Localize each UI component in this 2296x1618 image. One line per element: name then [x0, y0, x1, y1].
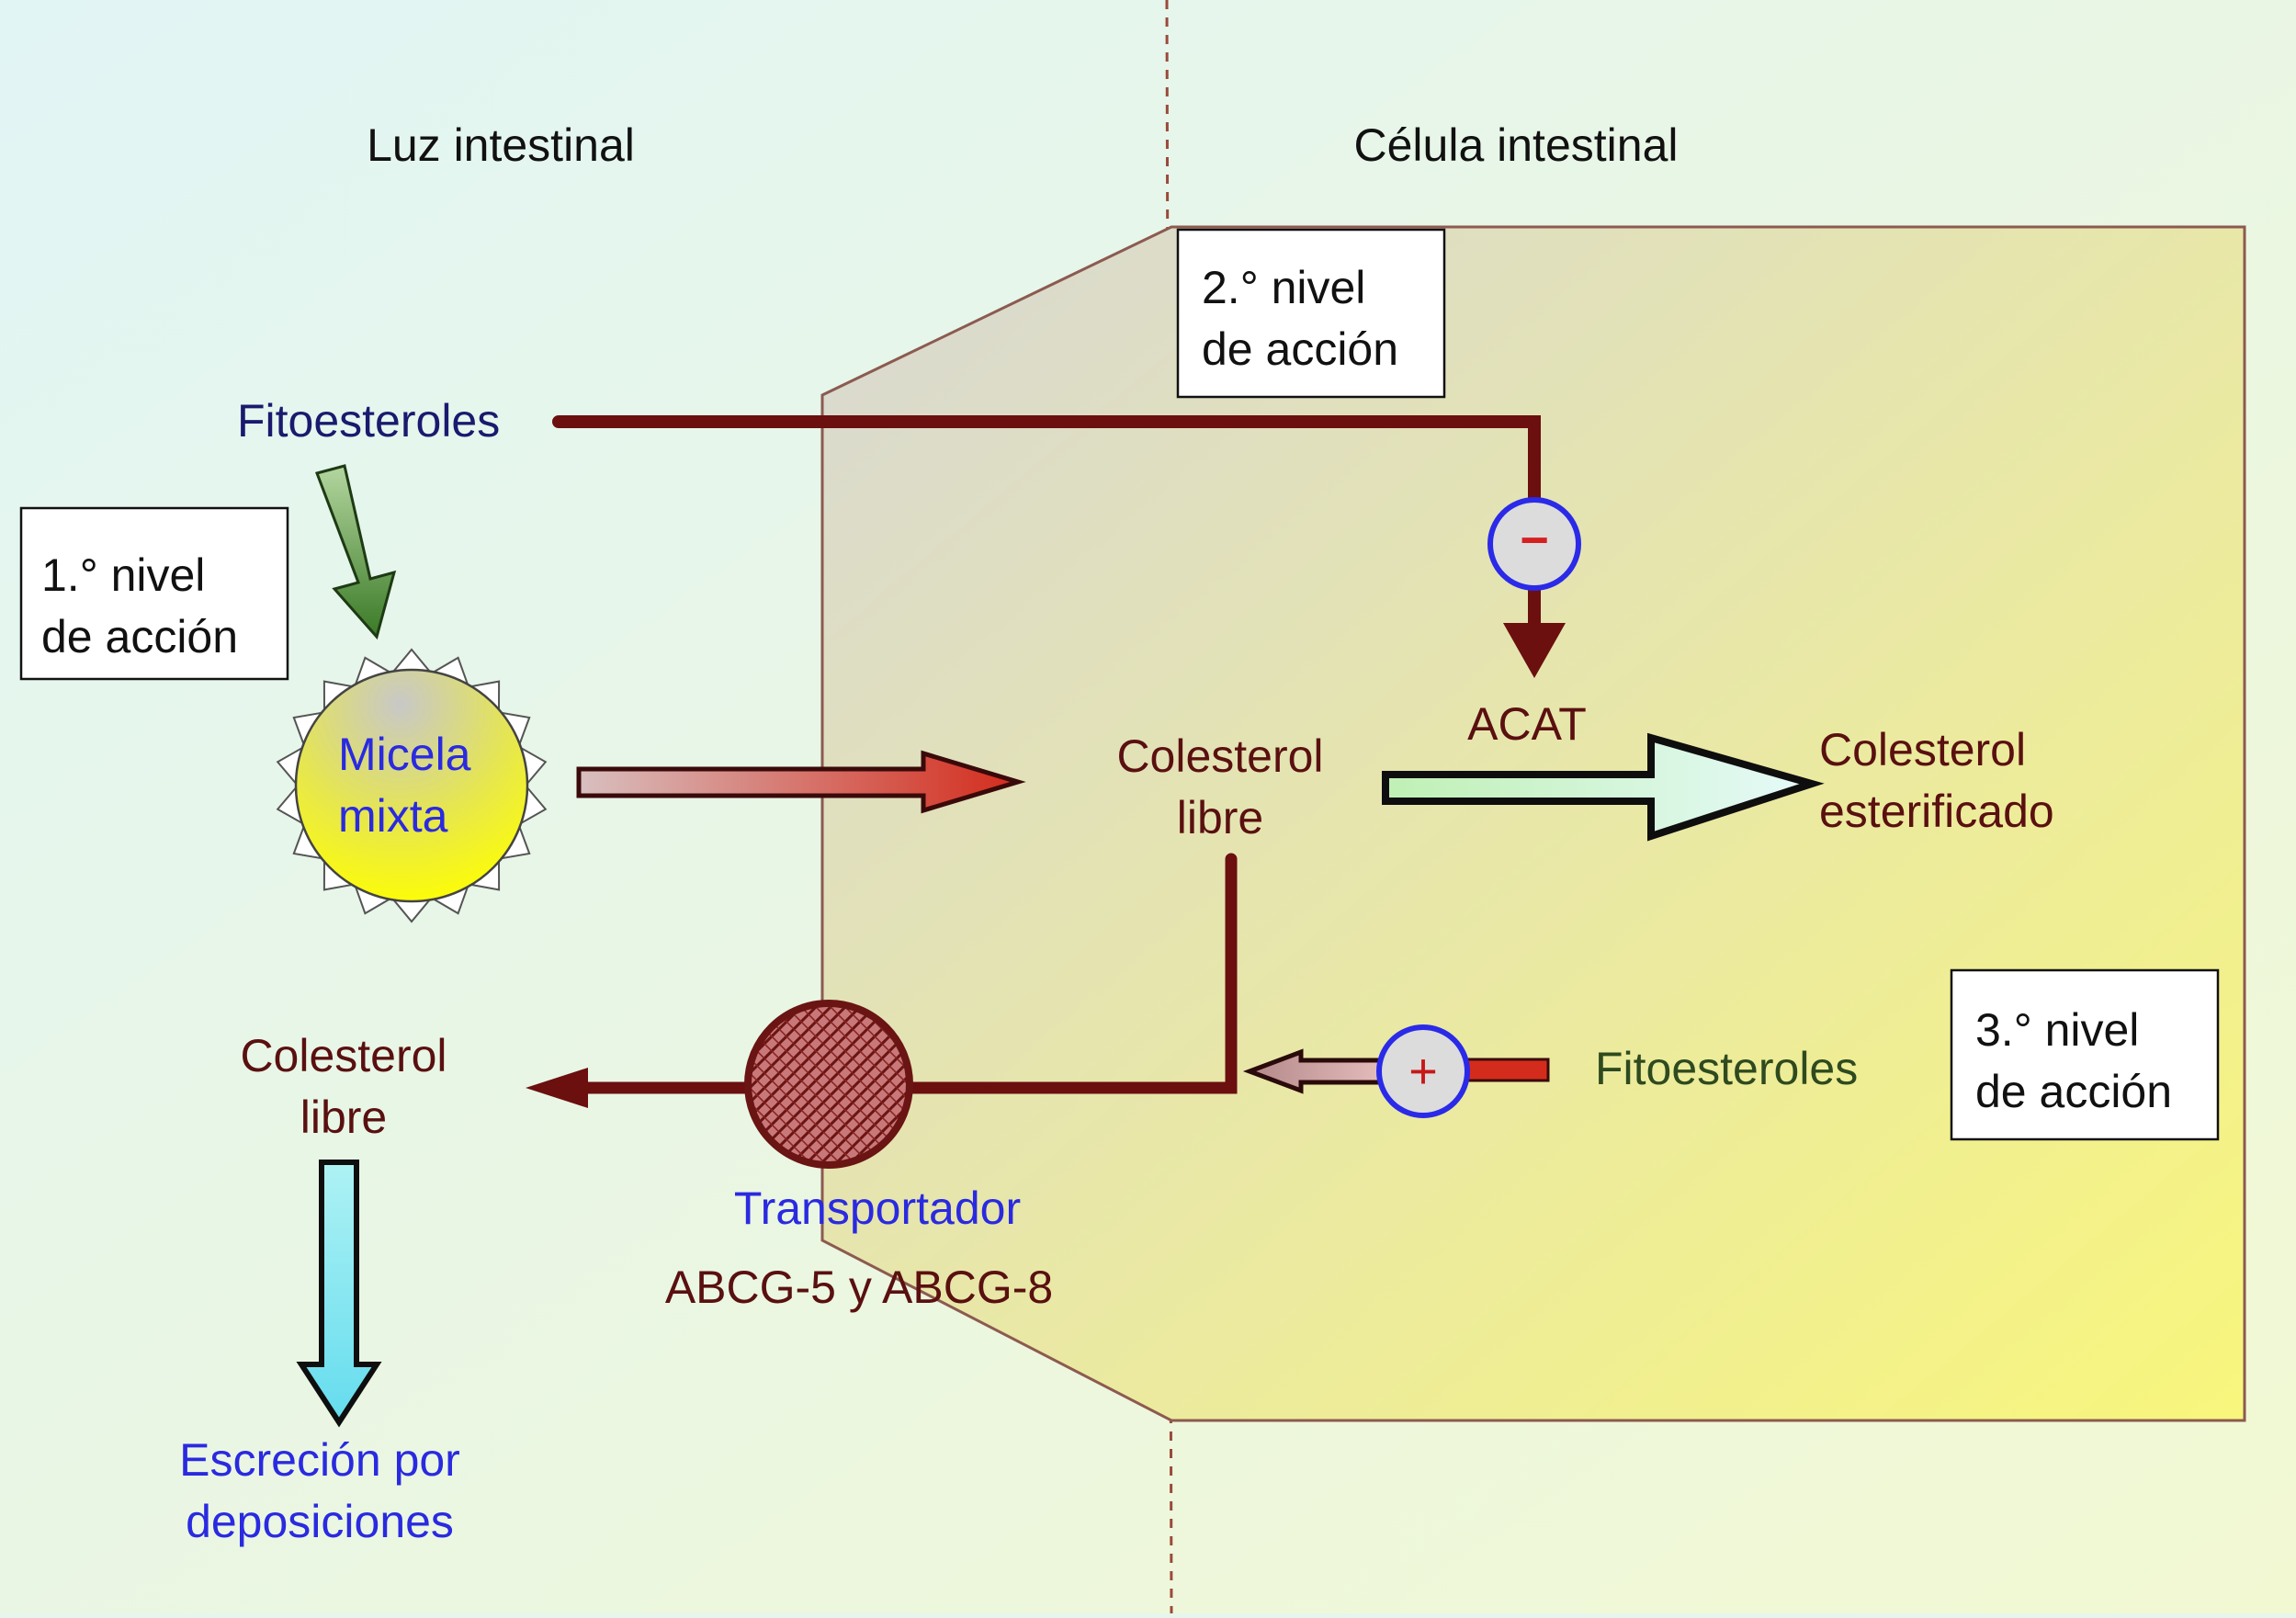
- second-level-line1: 2.° nivel: [1202, 262, 1365, 313]
- activation-sign: +: [1376, 1024, 1470, 1118]
- free-cholesterol-lumen-line2: libre: [300, 1092, 387, 1143]
- transporter-label: Transportador: [734, 1182, 1021, 1234]
- first-level-line2: de acción: [41, 611, 238, 662]
- free-cholesterol-lumen-line1: Colesterol: [240, 1030, 447, 1081]
- acat-inhibition-arrowhead: [1503, 623, 1566, 678]
- inhibition-sign: −: [1487, 497, 1581, 591]
- transporter-genes-label: ABCG-5 y ABCG-8: [665, 1262, 1053, 1313]
- micelle-label-line2: mixta: [338, 790, 448, 842]
- micelle-label-line1: Micela: [338, 729, 471, 780]
- phytosterol-to-micelle-arrow: [315, 464, 397, 640]
- efflux-arrowhead: [526, 1068, 588, 1108]
- first-level-line1: 1.° nivel: [41, 549, 205, 601]
- excretion-line2: deposiciones: [186, 1496, 454, 1547]
- first-level-box: 1.° nivel de acción: [19, 506, 289, 681]
- cell-title: Célula intestinal: [1354, 119, 1679, 171]
- esterification-arrow: [1382, 732, 1825, 842]
- esterified-cholesterol-line1: Colesterol: [1819, 724, 2026, 775]
- phytosterols-top-label: Fitoesteroles: [237, 395, 500, 447]
- phytosterols-bottom-label: Fitoesteroles: [1595, 1043, 1858, 1094]
- excretion-line1: Escreción por: [179, 1434, 460, 1486]
- intestinal-cell-shape: [820, 225, 2246, 1422]
- third-level-line2: de acción: [1975, 1066, 2172, 1117]
- esterified-cholesterol-line2: esterificado: [1819, 786, 2054, 837]
- acat-label: ACAT: [1467, 698, 1587, 750]
- second-level-box: 2.° nivel de acción: [1176, 228, 1446, 399]
- activation-arrow: [1242, 1048, 1395, 1094]
- excretion-arrow: [296, 1160, 382, 1428]
- free-cholesterol-cell-line2: libre: [1177, 792, 1263, 843]
- free-cholesterol-cell-line1: Colesterol: [1116, 730, 1323, 782]
- activation-symbol: +: [1408, 1044, 1438, 1099]
- phytosterol-to-acat-line: [552, 415, 1541, 521]
- third-level-box: 3.° nivel de acción: [1950, 968, 2220, 1141]
- second-level-line2: de acción: [1202, 323, 1398, 375]
- third-level-line1: 3.° nivel: [1975, 1004, 2139, 1056]
- mixed-micelle: Micela mixta: [276, 648, 548, 923]
- inhibition-symbol: −: [1520, 513, 1549, 568]
- abcg-transporter[interactable]: [744, 1000, 913, 1169]
- lumen-title: Luz intestinal: [367, 119, 635, 171]
- micelle-to-cholesterol-arrow: [576, 750, 1026, 814]
